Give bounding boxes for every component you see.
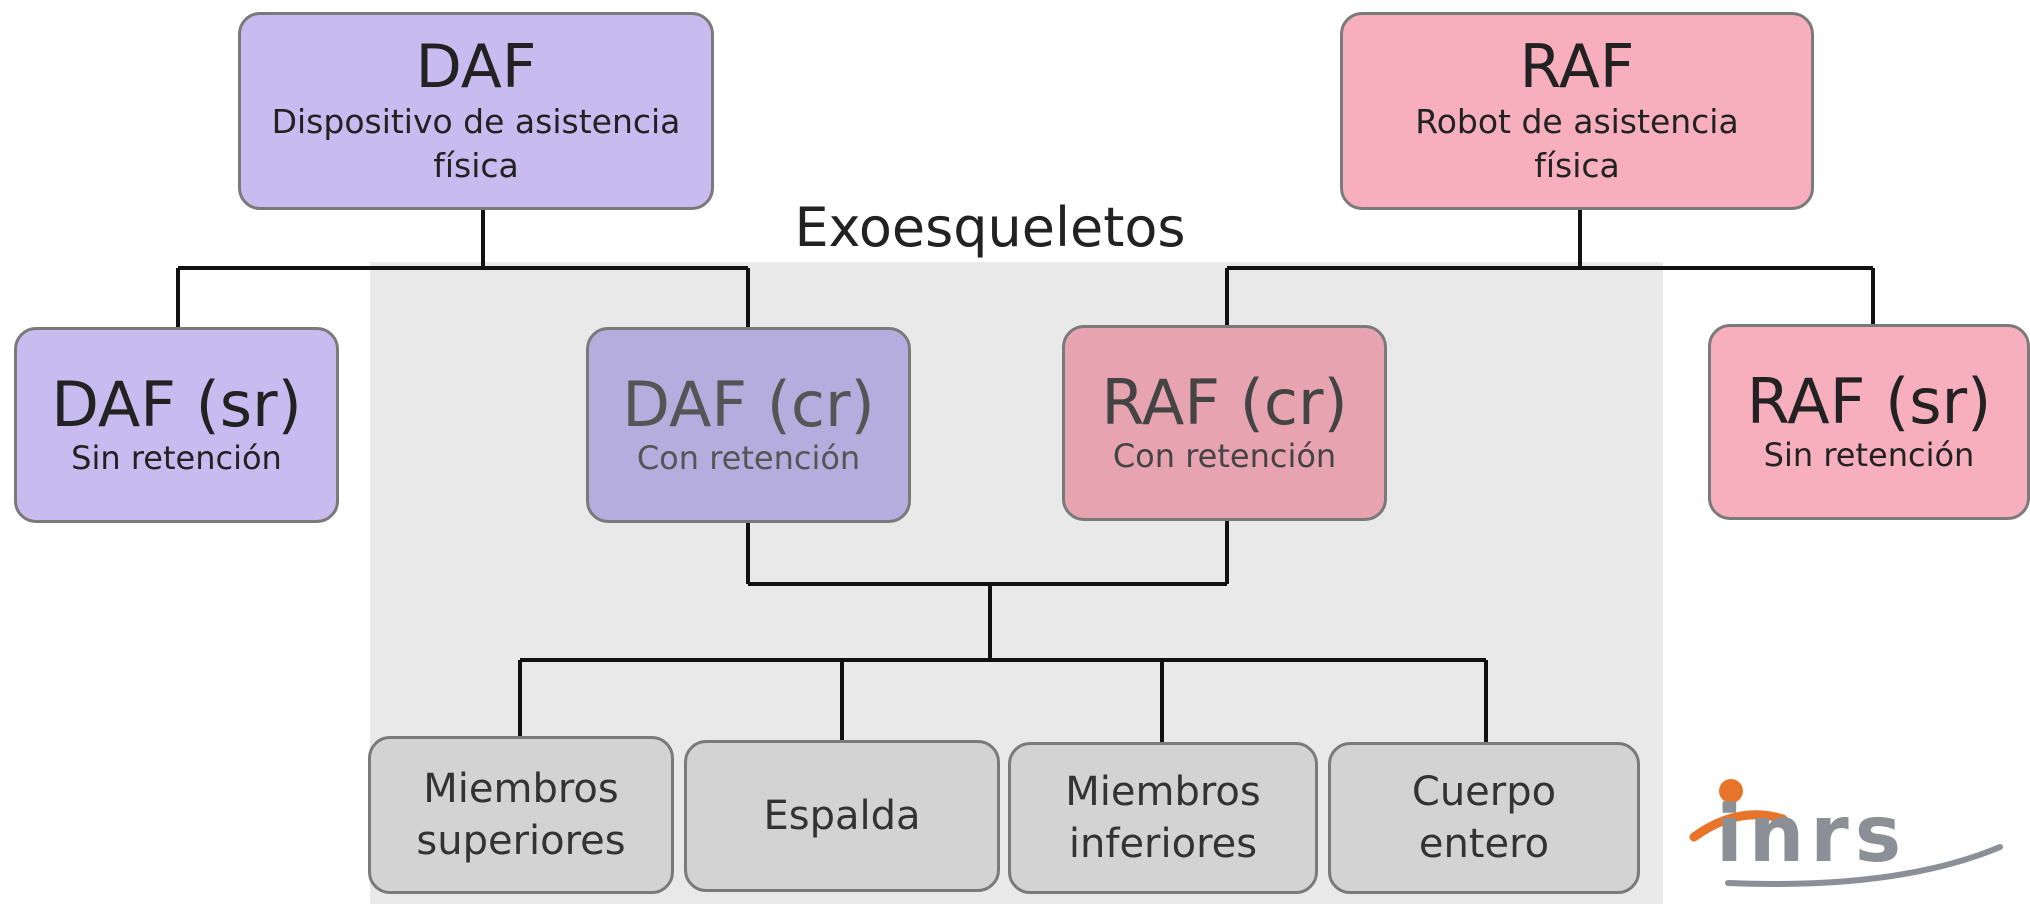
node-raf-cr-title: RAF (cr) [1101, 366, 1348, 439]
node-daf-title: DAF [415, 32, 537, 102]
category-whole-body-line1: Cuerpo [1411, 769, 1557, 815]
node-raf: RAF Robot de asistencia física [1340, 12, 1814, 210]
node-daf-sr-title: DAF (sr) [51, 368, 302, 441]
logo-grey-swoosh [1725, 844, 2003, 887]
category-whole-body: Cuerpo entero [1328, 742, 1640, 894]
node-daf-sr-subtitle: Sin retención [71, 439, 282, 477]
node-daf-cr-title: DAF (cr) [622, 368, 875, 441]
node-raf-subtitle: Robot de asistencia física [1415, 102, 1739, 185]
node-raf-cr-subtitle: Con retención [1112, 437, 1337, 475]
node-daf: DAF Dispositivo de asistencia física [238, 12, 714, 210]
inrs-logo [1689, 779, 2003, 887]
node-daf-subtitle: Dispositivo de asistencia física [271, 102, 681, 185]
diagram-title: Exoesqueletos [794, 196, 1186, 259]
category-upper-limbs: Miembros superiores [368, 736, 674, 894]
category-lower-limbs-line1: Miembros [1065, 769, 1261, 815]
node-raf-title: RAF [1519, 32, 1635, 102]
category-back-line1: Espalda [763, 793, 921, 839]
node-raf-sr-subtitle: Sin retención [1763, 436, 1975, 474]
category-upper-limbs-line2: superiores [416, 818, 626, 864]
node-daf-cr-subtitle: Con retención [636, 439, 861, 477]
node-raf-sr: RAF (sr) Sin retención [1708, 324, 2030, 520]
logo-dot [1719, 779, 1743, 803]
category-upper-limbs-line1: Miembros [423, 766, 619, 812]
category-whole-body-line2: entero [1418, 821, 1550, 867]
category-back: Espalda [684, 740, 1000, 892]
node-raf-sr-title: RAF (sr) [1746, 365, 1992, 438]
logo-orange-swoosh [1689, 810, 1788, 842]
node-daf-cr: DAF (cr) Con retención [586, 327, 911, 523]
inrs-logo-text: inrs [1716, 790, 1908, 880]
node-raf-cr: RAF (cr) Con retención [1062, 325, 1387, 521]
category-lower-limbs: Miembros inferiores [1008, 742, 1318, 894]
category-lower-limbs-line2: inferiores [1068, 821, 1258, 867]
node-daf-sr: DAF (sr) Sin retención [14, 327, 339, 523]
